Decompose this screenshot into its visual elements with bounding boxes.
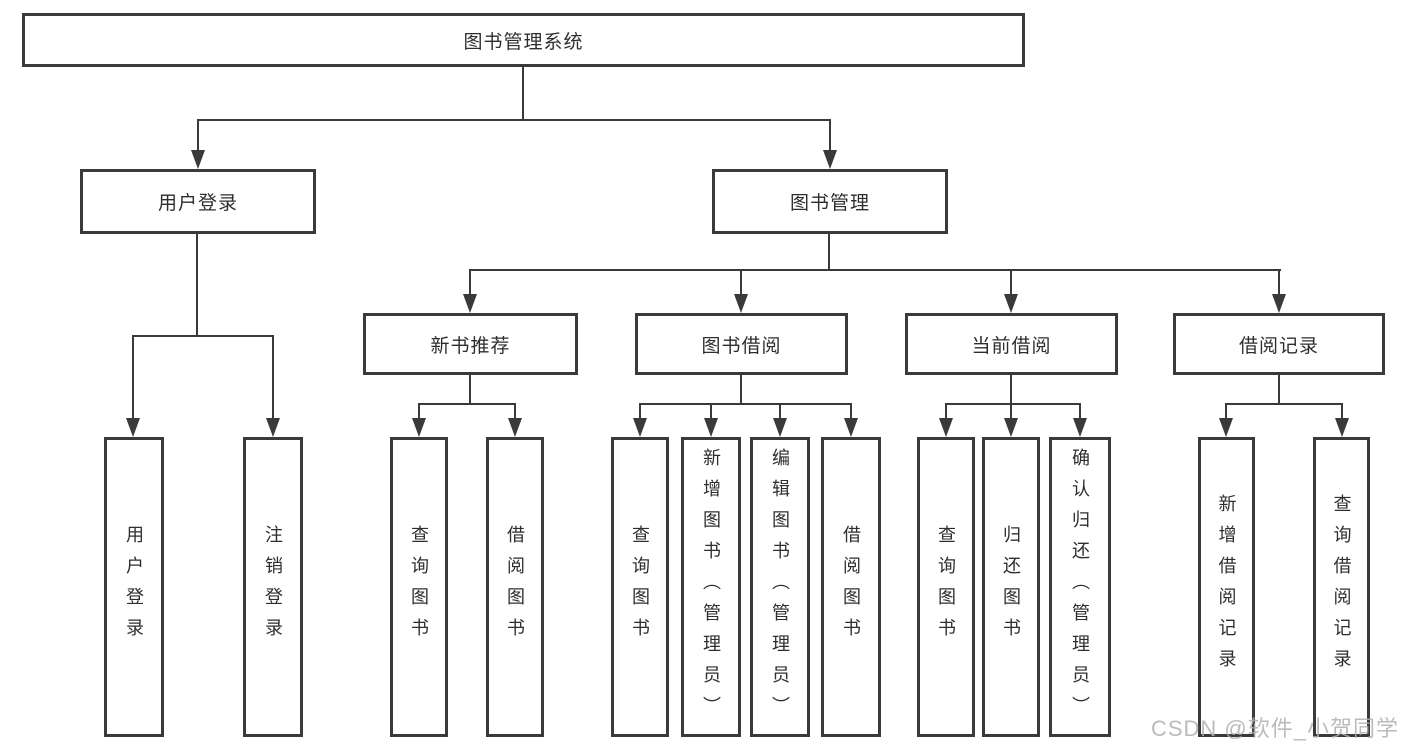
arrow-down-icon (266, 418, 280, 437)
arrow-down-icon (1335, 418, 1349, 437)
node-new-book-recommend: 新书推荐 (363, 313, 578, 375)
connector-line (710, 403, 712, 420)
arrow-down-icon (191, 150, 205, 169)
connector-line (639, 403, 641, 420)
node-user-login: 用户登录 (80, 169, 316, 234)
connector-line (514, 403, 516, 420)
node-book-borrow: 图书借阅 (635, 313, 848, 375)
leaf-edit-books-admin-label: 编辑图书（管理员） (770, 447, 790, 727)
connector-line (132, 335, 134, 420)
leaf-query-borrow-record: 查询借阅记录 (1313, 437, 1370, 737)
leaf-borrow-books: 借阅图书 (821, 437, 881, 737)
arrow-down-icon (1219, 418, 1233, 437)
leaf-query-books-new-label: 查询图书 (409, 525, 429, 649)
arrow-down-icon (734, 294, 748, 313)
connector-line (418, 403, 420, 420)
connector-line (197, 119, 199, 152)
node-borrow-records-label: 借阅记录 (1238, 335, 1319, 357)
arrow-down-icon (773, 418, 787, 437)
connector-line (197, 119, 831, 121)
connector-line (740, 269, 742, 296)
connector-line (1010, 403, 1012, 420)
connector-line (272, 335, 274, 420)
arrow-down-icon (939, 418, 953, 437)
connector-line (469, 269, 471, 296)
leaf-user-login: 用户登录 (104, 437, 164, 737)
node-book-management-label: 图书管理 (789, 193, 870, 214)
connector-line (779, 403, 781, 420)
leaf-add-books-admin: 新增图书（管理员） (681, 437, 741, 737)
connector-line (639, 403, 852, 405)
connector-line (1010, 269, 1012, 296)
connector-line (522, 67, 524, 120)
arrow-down-icon (1272, 294, 1286, 313)
leaf-query-books-borrow-label: 查询图书 (630, 525, 650, 649)
connector-line (740, 375, 742, 405)
leaf-borrow-books-new-label: 借阅图书 (505, 525, 525, 649)
arrow-down-icon (844, 418, 858, 437)
leaf-return-books: 归还图书 (982, 437, 1040, 737)
arrow-down-icon (508, 418, 522, 437)
connector-line (1278, 269, 1280, 296)
node-new-book-recommend-label: 新书推荐 (430, 335, 511, 357)
connector-line (1278, 375, 1280, 405)
leaf-edit-books-admin: 编辑图书（管理员） (750, 437, 810, 737)
leaf-borrow-books-label: 借阅图书 (841, 525, 861, 649)
leaf-query-books-current: 查询图书 (917, 437, 975, 737)
connector-line (1341, 403, 1343, 420)
leaf-query-books-current-label: 查询图书 (936, 525, 956, 649)
connector-line (418, 403, 516, 405)
connector-line (1079, 403, 1081, 420)
connector-line (850, 403, 852, 420)
connector-line (132, 335, 274, 337)
leaf-add-borrow-record-label: 新增借阅记录 (1216, 494, 1237, 680)
connector-line (1225, 403, 1227, 420)
leaf-query-borrow-record-label: 查询借阅记录 (1331, 494, 1352, 680)
leaf-confirm-return-admin: 确认归还（管理员） (1049, 437, 1111, 737)
node-root: 图书管理系统 (22, 13, 1025, 67)
leaf-logout: 注销登录 (243, 437, 303, 737)
arrow-down-icon (126, 418, 140, 437)
node-borrow-records: 借阅记录 (1173, 313, 1385, 375)
arrow-down-icon (463, 294, 477, 313)
leaf-query-books-new: 查询图书 (390, 437, 448, 737)
connector-line (1225, 403, 1343, 405)
connector-line (1010, 375, 1012, 405)
leaf-logout-label: 注销登录 (263, 525, 283, 649)
arrow-down-icon (1004, 294, 1018, 313)
node-book-management: 图书管理 (712, 169, 948, 234)
leaf-borrow-books-new: 借阅图书 (486, 437, 544, 737)
leaf-add-borrow-record: 新增借阅记录 (1198, 437, 1255, 737)
connector-line (469, 375, 471, 405)
arrow-down-icon (1073, 418, 1087, 437)
connector-line (196, 233, 198, 337)
connector-line (945, 403, 947, 420)
arrow-down-icon (633, 418, 647, 437)
leaf-query-books-borrow: 查询图书 (611, 437, 669, 737)
node-current-borrow: 当前借阅 (905, 313, 1118, 375)
node-root-label: 图书管理系统 (463, 31, 584, 53)
node-user-login-label: 用户登录 (157, 193, 238, 214)
arrow-down-icon (1004, 418, 1018, 437)
leaf-add-books-admin-label: 新增图书（管理员） (701, 447, 721, 727)
node-book-borrow-label: 图书借阅 (701, 335, 782, 357)
connector-line (945, 403, 1081, 405)
connector-line (828, 233, 830, 271)
arrow-down-icon (412, 418, 426, 437)
leaf-return-books-label: 归还图书 (1001, 525, 1021, 649)
leaf-user-login-label: 用户登录 (124, 525, 144, 649)
connector-line (469, 269, 1281, 271)
csdn-watermark: CSDN @软件_小贺同学 (1150, 716, 1399, 741)
arrow-down-icon (823, 150, 837, 169)
connector-line (829, 119, 831, 152)
leaf-confirm-return-admin-label: 确认归还（管理员） (1070, 447, 1090, 727)
node-current-borrow-label: 当前借阅 (971, 335, 1052, 357)
arrow-down-icon (704, 418, 718, 437)
